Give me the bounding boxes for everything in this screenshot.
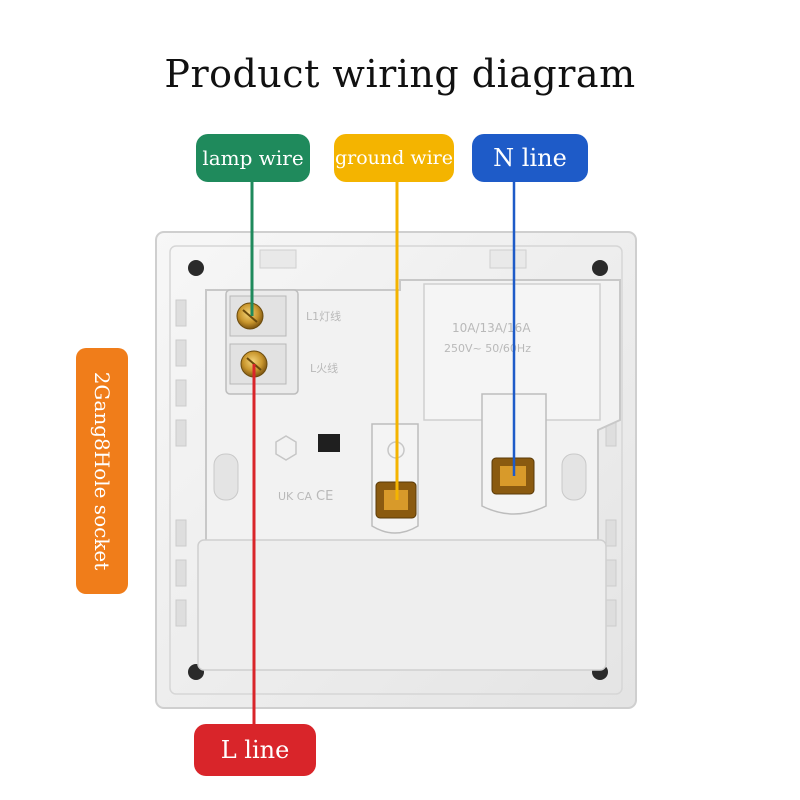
ce-mark: CE	[316, 489, 333, 504]
l-line-label: L line	[194, 724, 316, 776]
ukca-mark: UK CA	[278, 490, 312, 503]
n-line-label: N line	[472, 134, 588, 182]
terminal-label-bottom: L火线	[310, 361, 338, 375]
lamp-wire-label: lamp wire	[196, 134, 310, 182]
ground-wire-label: ground wire	[334, 134, 454, 182]
voltage-text: 250V~ 50/60Hz	[444, 342, 531, 355]
vent-square	[318, 434, 340, 452]
mounting-hole-icon	[188, 260, 204, 276]
socket-type-label: 2Gang8Hole socket	[76, 348, 128, 594]
mounting-hole-icon	[592, 260, 608, 276]
page-title: Product wiring diagram	[164, 52, 636, 96]
rating-text: 10A/13A/16A	[452, 321, 531, 335]
terminal-label-top: L1灯线	[306, 309, 341, 323]
socket-type-text: 2Gang8Hole socket	[90, 371, 114, 571]
